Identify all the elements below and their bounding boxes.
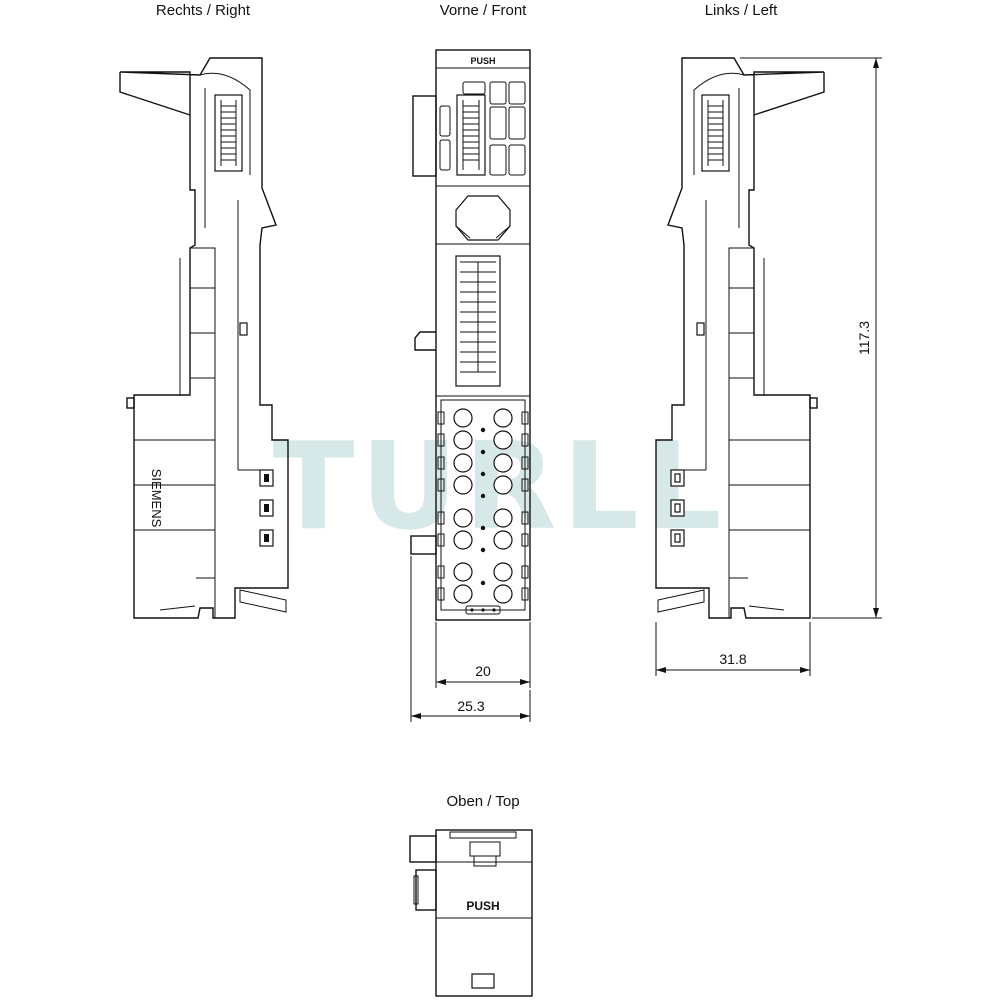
top-view-side-tab (409, 835, 437, 863)
right-view-foot (159, 605, 196, 611)
dim-front-width: 20 (475, 663, 491, 679)
left-side-view (655, 57, 825, 619)
brand-label: SIEMENS (149, 469, 164, 528)
front-view-left-tab (412, 95, 437, 177)
top-view: PUSH (409, 829, 533, 997)
right-view-top-chamfer (119, 72, 191, 116)
view-title-top: Oben / Top (446, 793, 519, 810)
view-title-right: Rechts / Right (156, 2, 251, 19)
front-view: PUSH (410, 49, 531, 621)
right-side-view: SIEMENS (119, 57, 289, 619)
push-label-front: PUSH (470, 56, 495, 66)
top-view-window (471, 973, 495, 989)
right-view-clip (239, 322, 248, 336)
dim-height: 117.3 (856, 321, 872, 355)
front-view-foot-tab (410, 535, 437, 555)
right-view-outline (119, 57, 289, 619)
right-view-ribs (134, 247, 216, 618)
front-view-hook (414, 331, 436, 351)
right-view-release-lever (239, 589, 287, 613)
front-view-connector (456, 94, 486, 176)
front-view-latch (455, 195, 511, 241)
right-view-connector-pins (220, 100, 237, 166)
dim-overall-width: 25.3 (457, 698, 484, 714)
dim-depth: 31.8 (719, 651, 746, 667)
right-view-connector (214, 94, 243, 172)
dimensions: 20 25.3 31.8 117.3 (410, 57, 882, 722)
top-view-body (435, 829, 533, 997)
view-title-front: Vorne / Front (440, 2, 528, 19)
right-view-latch-curve (199, 72, 251, 175)
right-view-rail-hook (126, 397, 135, 409)
front-view-body (435, 49, 531, 621)
top-view-hook (415, 869, 437, 911)
front-view-terminals (437, 399, 529, 615)
push-label-top: PUSH (466, 899, 499, 913)
view-title-left: Links / Left (705, 2, 778, 19)
